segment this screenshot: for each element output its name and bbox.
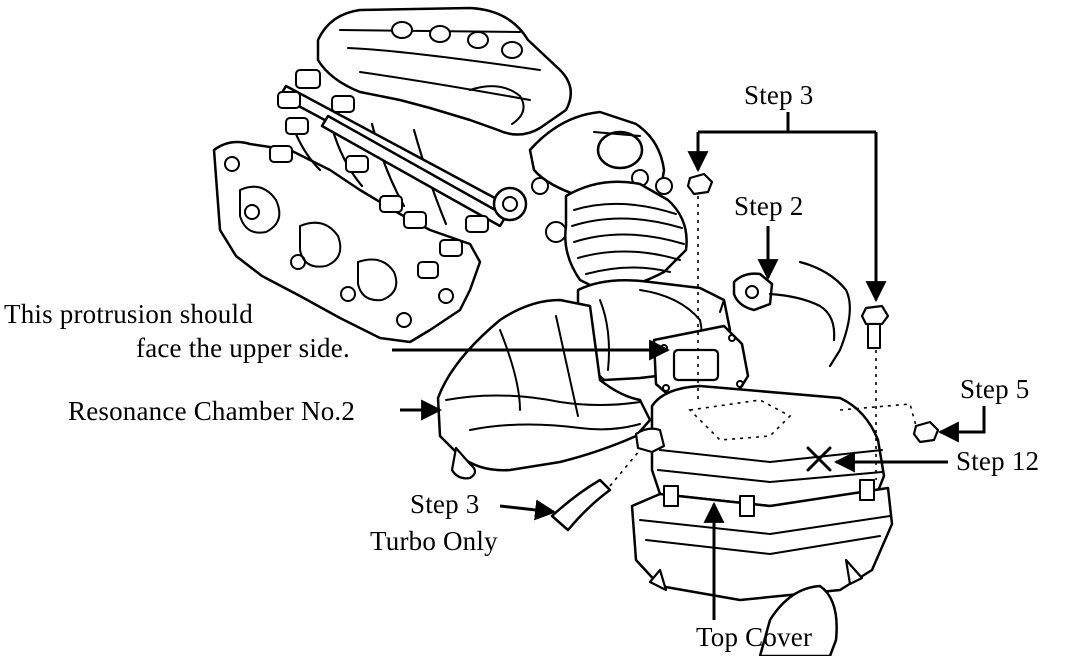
callout-labels: Step 3 Step 2 This protrusion should fac… (4, 80, 1039, 652)
resonance-chamber-drawing (436, 298, 652, 480)
air-cleaner-drawing (630, 384, 894, 656)
label-top-cover: Top Cover (696, 622, 812, 652)
label-step3-top: Step 3 (744, 80, 813, 110)
label-step2: Step 2 (734, 191, 803, 221)
label-resonance-chamber: Resonance Chamber No.2 (68, 396, 355, 426)
label-step3-turbo: Step 3 (410, 489, 479, 519)
leader-lines (392, 112, 986, 620)
duct-gasket-drawing (652, 324, 750, 400)
alignment-dashes (609, 196, 917, 487)
intake-manifold-drawing (212, 6, 573, 344)
label-step12: Step 12 (956, 446, 1039, 476)
label-step5: Step 5 (960, 374, 1029, 404)
label-protrusion-line2: face the upper side. (136, 333, 350, 363)
fasteners-drawing (550, 172, 940, 532)
throttle-body-and-duct (528, 110, 732, 382)
sensor-connector-drawing (732, 260, 851, 368)
label-protrusion-line1: This protrusion should (4, 299, 253, 329)
label-turbo-only: Turbo Only (370, 526, 498, 556)
